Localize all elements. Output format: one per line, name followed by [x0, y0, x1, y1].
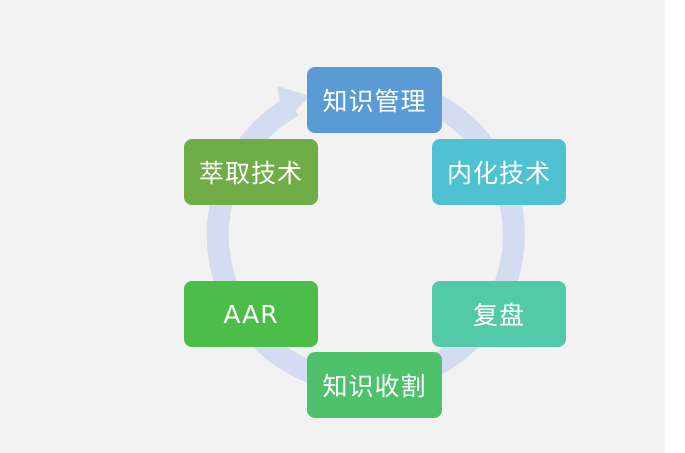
node-label: 知识收割	[322, 372, 427, 401]
node-label: 知识管理	[322, 87, 427, 116]
node-label: 萃取技术	[198, 159, 303, 188]
node-extraction-technique: 萃取技术	[184, 139, 318, 205]
node-knowledge-management: 知识管理	[307, 67, 442, 133]
node-review: 复盘	[432, 281, 566, 347]
node-label: 复盘	[472, 301, 525, 330]
node-label: AAR	[223, 299, 279, 329]
node-internalization-technique: 内化技术	[432, 139, 566, 205]
node-label: 内化技术	[446, 159, 551, 188]
node-aar: AAR	[184, 281, 318, 347]
right-margin	[665, 0, 685, 453]
cycle-arrow-head	[277, 86, 310, 122]
node-knowledge-harvest: 知识收割	[307, 352, 442, 418]
